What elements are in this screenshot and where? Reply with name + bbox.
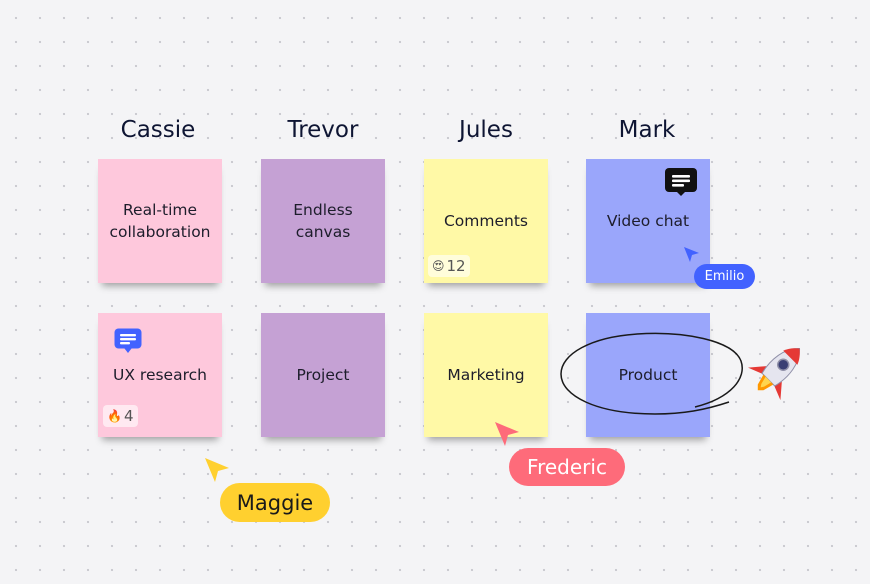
sticky-note-real-time-collaboration[interactable]: Real-time collaboration [98, 159, 222, 283]
column-header-jules: Jules [459, 117, 513, 143]
heart-eyes-emoji-icon: 😍 [432, 259, 445, 273]
reaction-count: 4 [123, 407, 134, 425]
rocket-icon[interactable] [747, 338, 810, 405]
sticky-note-text: Video chat [606, 212, 690, 230]
column-header-cassie: Cassie [120, 117, 196, 143]
reaction-badge[interactable]: 🔥 4 [103, 405, 138, 427]
sticky-note-text: Real-time collaboration [109, 201, 211, 241]
comment-icon[interactable] [114, 328, 142, 359]
sticky-note-text: Marketing [447, 366, 525, 384]
collaborator-label-emilio: Emilio [694, 264, 755, 289]
sticky-note-project[interactable]: Project [261, 313, 385, 437]
sticky-note-marketing[interactable]: Marketing [424, 313, 548, 437]
sticky-note-ux-research[interactable]: UX research 🔥 4 [98, 313, 222, 437]
column-header-mark: Mark [618, 117, 676, 143]
reaction-badge[interactable]: 😍 12 [428, 255, 470, 277]
collaborator-label-maggie: Maggie [220, 483, 330, 522]
collaborator-name: Emilio [704, 269, 745, 284]
collaborator-name: Maggie [236, 490, 314, 515]
cursor-arrow-icon [204, 457, 230, 488]
sticky-note-endless-canvas[interactable]: Endless canvas [261, 159, 385, 283]
ellipse-annotation[interactable] [555, 328, 755, 420]
reaction-count: 12 [446, 257, 466, 275]
cursor-arrow-icon [494, 421, 520, 452]
sticky-note-text: Product [618, 366, 678, 384]
sticky-note-text: Endless canvas [293, 201, 353, 241]
collaborator-name: Frederic [527, 455, 607, 479]
sticky-note-text: Project [296, 366, 350, 384]
column-header-trevor: Trevor [287, 117, 359, 143]
sticky-note-product[interactable]: Product [586, 313, 710, 437]
comment-icon[interactable] [664, 167, 698, 202]
sticky-note-text: Comments [443, 212, 529, 230]
sticky-note-comments[interactable]: Comments 😍 12 [424, 159, 548, 283]
fire-emoji-icon: 🔥 [107, 409, 122, 423]
collaborator-label-frederic: Frederic [509, 448, 625, 486]
cursor-arrow-icon [683, 246, 700, 268]
sticky-note-text: UX research [113, 366, 207, 384]
